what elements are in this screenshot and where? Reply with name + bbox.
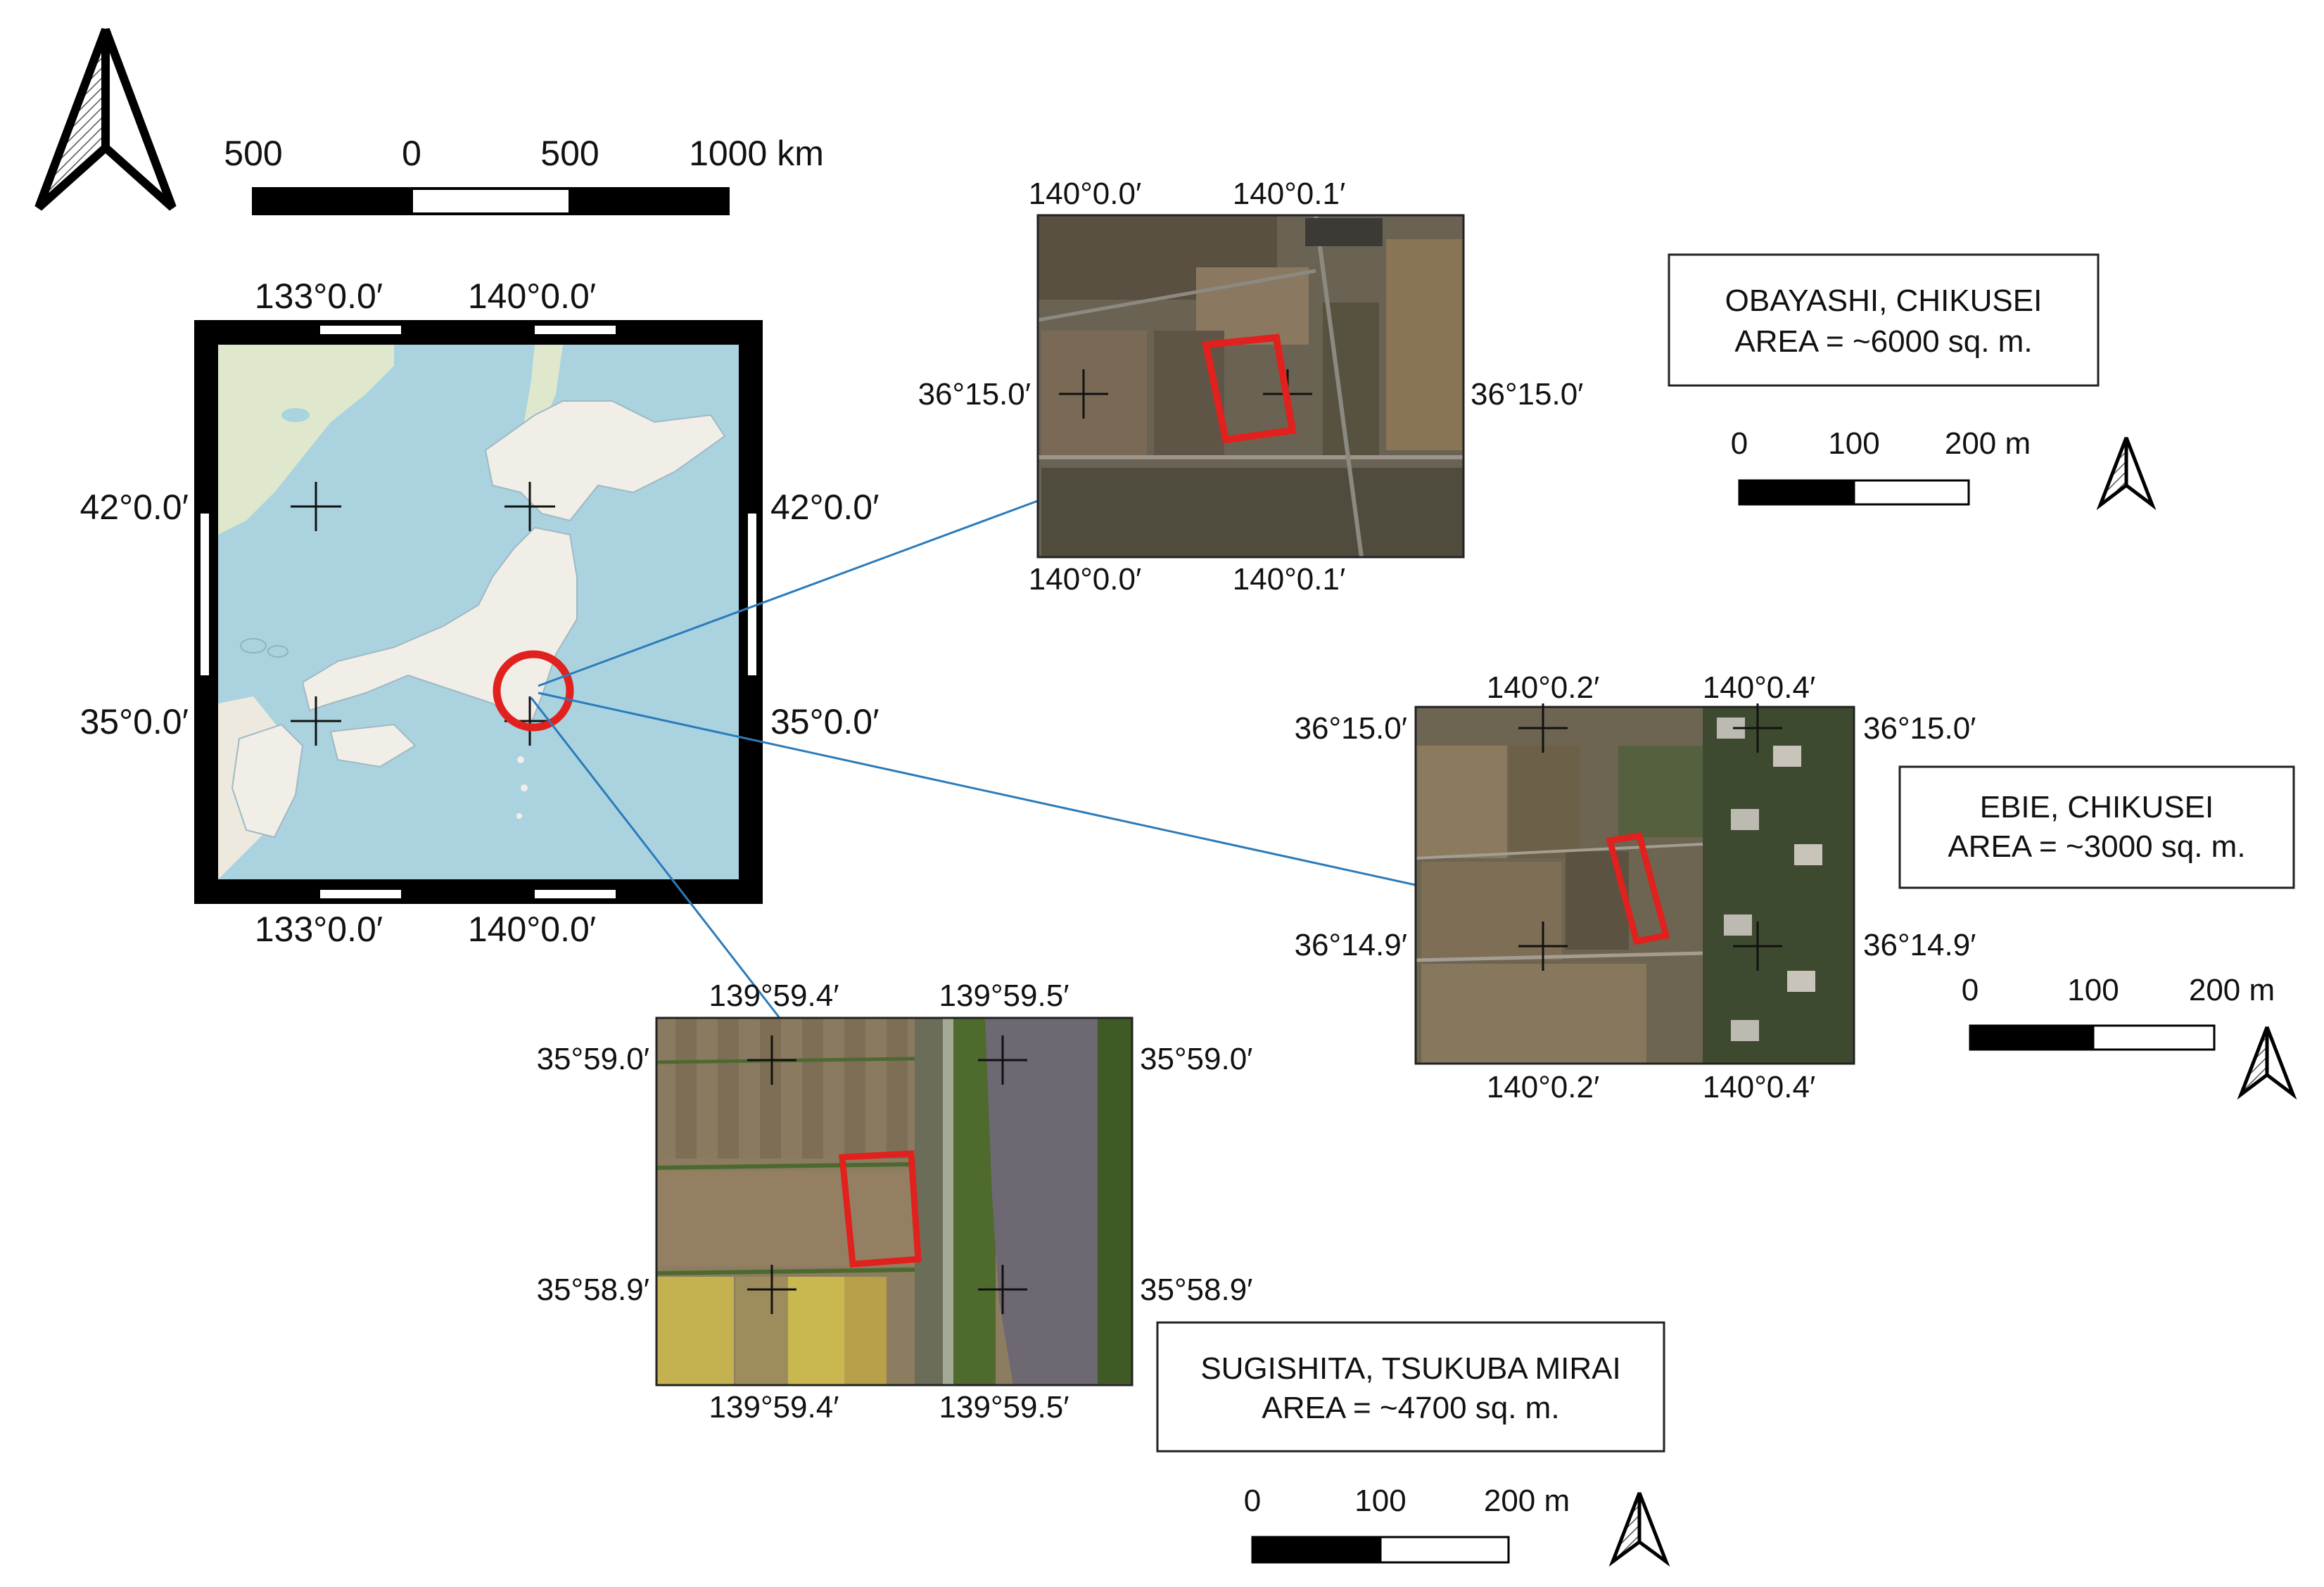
obayashi-field-outline [1201, 333, 1297, 444]
sugishita-site-name: SUGISHITA, TSUKUBA MIRAI [1200, 1351, 1620, 1386]
ebie-grid-crosses [1518, 703, 1782, 971]
ebie-scale-bar: 0 100 200 m [1962, 973, 2275, 1051]
overview-grid-top-133: 133°0.0′ [255, 276, 383, 316]
sugishita-field-outline [839, 1150, 922, 1268]
sugishita-aerial-image [656, 1018, 1132, 1385]
obayashi-label-box: OBAYASHI, CHIKUSEI AREA = ~6000 sq. m. [1668, 253, 2100, 387]
sugishita-grid-top-2: 139°59.5′ [939, 979, 1069, 1013]
north-arrow-icon [34, 27, 177, 211]
sugishita-grid-left-1: 35°59.0′ [537, 1042, 649, 1076]
overview-grid-bottom-133: 133°0.0′ [255, 910, 383, 949]
obayashi-grid-bottom-2: 140°0.1′ [1233, 562, 1345, 597]
ebie-inset: 140°0.2′ 140°0.4′ 140°0.2′ 140°0.4′ 36°1… [1295, 670, 1976, 1104]
ebie-grid-top-2: 140°0.4′ [1703, 670, 1815, 705]
sugishita-scale-0: 0 [1244, 1484, 1261, 1518]
study-region-highlight-circle [493, 650, 574, 732]
obayashi-site-area: AREA = ~6000 sq. m. [1734, 324, 2032, 359]
sugishita-site-area: AREA = ~4700 sq. m. [1262, 1391, 1559, 1425]
obayashi-grid-bottom-1: 140°0.0′ [1029, 562, 1141, 597]
sugishita-north-arrow-icon [1608, 1492, 1670, 1567]
overview-grid-left-35: 35°0.0′ [80, 702, 189, 741]
ebie-scale-100: 100 [2067, 973, 2119, 1007]
ebie-scale-200m: 200 m [2189, 973, 2275, 1007]
sugishita-label-box: SUGISHITA, TSUKUBA MIRAI AREA = ~4700 sq… [1156, 1321, 1665, 1453]
obayashi-grid-right: 36°15.0′ [1471, 377, 1583, 412]
obayashi-site-name: OBAYASHI, CHIKUSEI [1725, 283, 2043, 318]
obayashi-inset: 140°0.0′ 140°0.1′ 140°0.0′ 140°0.1′ 36°1… [918, 177, 1584, 597]
ebie-aerial-image [1416, 707, 1854, 1064]
ebie-grid-top-1: 140°0.2′ [1487, 670, 1599, 705]
scale-label-500-left: 500 [224, 134, 282, 173]
overview-basemap [218, 345, 739, 879]
scale-label-0: 0 [402, 134, 421, 173]
overview-grid-left-42: 42°0.0′ [80, 487, 189, 527]
ebie-grid-right-2: 36°14.9′ [1863, 928, 1976, 962]
scale-label-1000km: 1000 km [689, 134, 824, 173]
obayashi-grid-top-2: 140°0.1′ [1233, 177, 1345, 211]
leader-lines [530, 499, 1429, 1019]
sugishita-grid-crosses [747, 1035, 1027, 1314]
overview-grid-top-140: 140°0.0′ [468, 276, 596, 316]
sugishita-grid-top-1: 139°59.4′ [709, 979, 839, 1013]
obayashi-scale-200m: 200 m [1945, 426, 2031, 461]
ebie-scale-0: 0 [1962, 973, 1979, 1007]
ebie-site-name: EBIE, CHIKUSEI [1980, 790, 2214, 824]
overview-map: 133°0.0′ 140°0.0′ 133°0.0′ 140°0.0′ 42°0… [80, 276, 880, 949]
obayashi-north-arrow-icon [2096, 437, 2157, 511]
ebie-grid-left-1: 36°15.0′ [1295, 711, 1407, 746]
obayashi-scale-100: 100 [1828, 426, 1879, 461]
sugishita-scale-200m: 200 m [1484, 1484, 1570, 1518]
ebie-grid-left-2: 36°14.9′ [1295, 928, 1407, 962]
obayashi-aerial-image [1038, 215, 1463, 557]
scale-label-500-right: 500 [540, 134, 599, 173]
ebie-north-arrow-icon [2237, 1026, 2297, 1100]
sugishita-scale-100: 100 [1354, 1484, 1406, 1518]
ebie-grid-right-1: 36°15.0′ [1863, 711, 1976, 746]
sugishita-grid-bottom-2: 139°59.5′ [939, 1390, 1069, 1425]
overview-map-frame-ticks [201, 326, 756, 898]
obayashi-scale-0: 0 [1731, 426, 1748, 461]
sugishita-inset: 139°59.4′ 139°59.5′ 139°59.4′ 139°59.5′ … [537, 979, 1253, 1425]
obayashi-grid-left: 36°15.0′ [918, 377, 1031, 412]
ebie-field-outline [1606, 831, 1670, 945]
overview-grid-right-42: 42°0.0′ [770, 487, 880, 527]
obayashi-scale-bar: 0 100 200 m [1731, 426, 2031, 506]
ebie-grid-bottom-1: 140°0.2′ [1487, 1070, 1599, 1104]
sugishita-grid-left-2: 35°58.9′ [537, 1273, 649, 1307]
sugishita-grid-bottom-1: 139°59.4′ [709, 1390, 839, 1425]
ebie-site-area: AREA = ~3000 sq. m. [1948, 829, 2245, 864]
overview-grid-right-35: 35°0.0′ [770, 702, 880, 741]
ebie-label-box: EBIE, CHIKUSEI AREA = ~3000 sq. m. [1898, 765, 2295, 889]
sugishita-grid-right-2: 35°58.9′ [1140, 1273, 1252, 1307]
overview-grid-bottom-140: 140°0.0′ [468, 910, 596, 949]
sugishita-grid-right-1: 35°59.0′ [1140, 1042, 1252, 1076]
sugishita-scale-bar: 0 100 200 m [1244, 1484, 1570, 1564]
overview-scale-bar: 500 0 500 1000 km [224, 134, 824, 215]
obayashi-grid-top-1: 140°0.0′ [1029, 177, 1141, 211]
ebie-grid-bottom-2: 140°0.4′ [1703, 1070, 1815, 1104]
